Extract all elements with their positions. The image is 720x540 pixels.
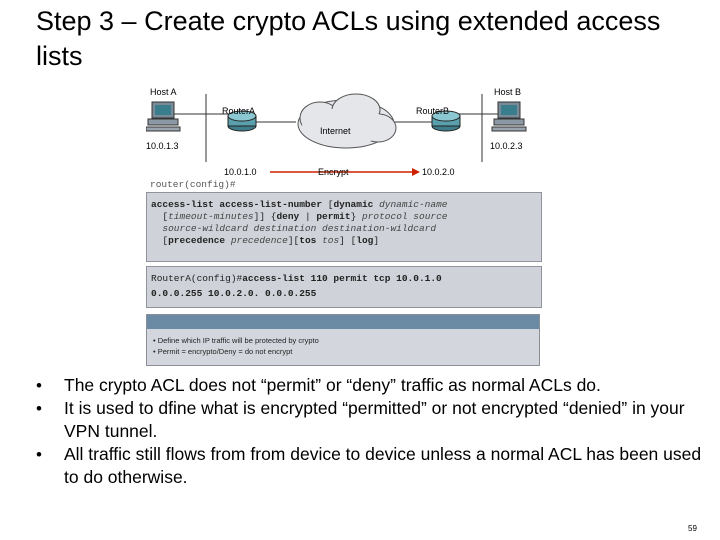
bullet-text: It is used to dfine what is encrypted “p… bbox=[64, 398, 685, 441]
bullet-item: • The crypto ACL does not “permit” or “de… bbox=[36, 374, 706, 397]
network-a-address: 10.0.1.0 bbox=[224, 167, 257, 177]
example-line-2: 0.0.0.255 10.0.2.0. 0.0.0.255 bbox=[151, 288, 317, 299]
bullet-list: • The crypto ACL does not “permit” or “de… bbox=[36, 374, 706, 489]
slide-title: Step 3 – Create crypto ACLs using extend… bbox=[36, 6, 661, 71]
example-panel: RouterA(config)#access-list 110 permit t… bbox=[146, 266, 542, 308]
bullet-item: • All traffic still flows from from devic… bbox=[36, 443, 706, 489]
host-a-label: Host A bbox=[150, 87, 177, 97]
bullet-item: • It is used to dfine what is encrypted “… bbox=[36, 397, 706, 443]
internet-cloud-icon bbox=[297, 93, 397, 149]
host-b-computer-icon bbox=[491, 101, 527, 132]
host-a-ip: 10.0.1.3 bbox=[146, 141, 179, 151]
note-item: • Define which IP traffic will be protec… bbox=[153, 336, 319, 345]
vpn-figure: Host A Host B RouterA RouterB Internet 1… bbox=[146, 84, 542, 368]
router-b-label: RouterB bbox=[416, 106, 450, 116]
arrow-head-icon bbox=[412, 168, 420, 176]
config-prompt: router(config)# bbox=[150, 179, 236, 190]
notes-header-bar bbox=[147, 315, 539, 329]
host-b-label: Host B bbox=[494, 87, 522, 97]
router-b-icon bbox=[431, 110, 461, 132]
notes-list: • Define which IP traffic will be protec… bbox=[153, 335, 319, 357]
bullet-text: All traffic still flows from from device… bbox=[64, 444, 702, 487]
host-b-ip: 10.0.2.3 bbox=[490, 141, 523, 151]
notes-box: • Define which IP traffic will be protec… bbox=[146, 314, 540, 366]
note-item: • Permit = encrypto/Deny = do not encryp… bbox=[153, 347, 293, 356]
router-a-icon bbox=[227, 110, 257, 132]
example-command: access-list 110 permit tcp 10.0.1.0 bbox=[242, 273, 442, 284]
bullet-icon: • bbox=[36, 399, 42, 418]
bullet-text: The crypto ACL does not “permit” or “den… bbox=[64, 375, 601, 395]
example-line-1: RouterA(config)#access-list 110 permit t… bbox=[151, 273, 442, 285]
internet-label: Internet bbox=[320, 126, 351, 136]
page-number: 59 bbox=[688, 524, 697, 533]
example-prompt: RouterA(config)# bbox=[151, 273, 243, 284]
network-diagram bbox=[146, 93, 527, 176]
router-a-label: RouterA bbox=[222, 106, 256, 116]
syntax-text: access-list access-list-number [dynamic … bbox=[151, 199, 448, 246]
bullet-icon: • bbox=[36, 376, 42, 395]
encrypt-label: Encrypt bbox=[318, 167, 349, 177]
network-b-address: 10.0.2.0 bbox=[422, 167, 455, 177]
syntax-panel: access-list access-list-number [dynamic … bbox=[146, 192, 542, 262]
host-a-computer-icon bbox=[146, 101, 181, 132]
bullet-icon: • bbox=[36, 445, 42, 464]
